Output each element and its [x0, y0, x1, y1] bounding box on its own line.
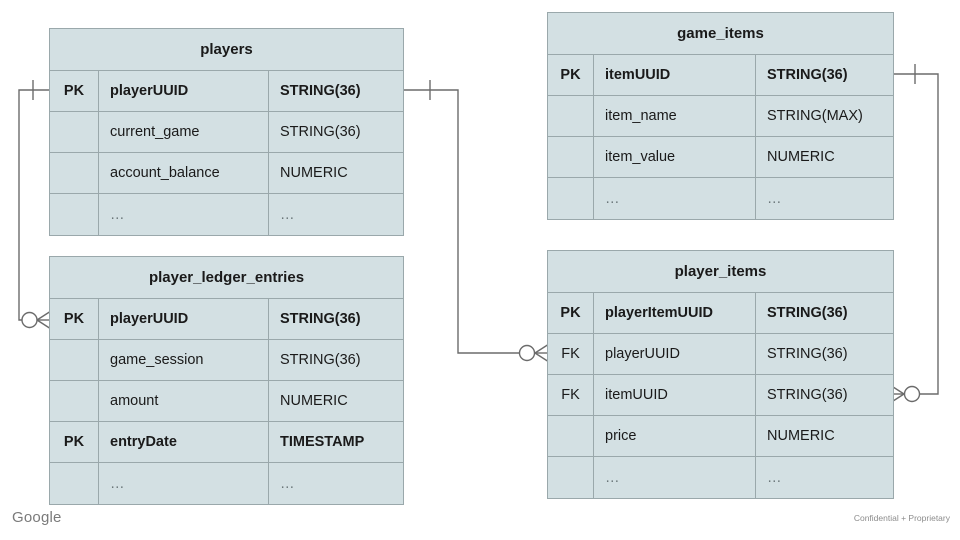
attribute-row-more[interactable]: … …: [50, 194, 403, 235]
attribute-key: PK: [548, 55, 594, 95]
entity-title-player-items: player_items: [548, 251, 893, 293]
attribute-name: …: [99, 194, 269, 235]
attribute-type: STRING(MAX): [767, 108, 863, 124]
attribute-key: [50, 381, 99, 421]
attribute-key: FK: [548, 375, 594, 415]
attribute-row[interactable]: current_game STRING(36): [50, 112, 403, 153]
attribute-name: item_value: [594, 137, 756, 177]
relationship-players-to-player-ledger-entries: [18, 80, 52, 330]
attribute-row[interactable]: PK entryDate TIMESTAMP: [50, 422, 403, 463]
attribute-key: [548, 96, 594, 136]
attribute-row[interactable]: PK playerUUID STRING(36): [50, 71, 403, 112]
attribute-type: STRING(36): [280, 352, 361, 368]
attribute-type: NUMERIC: [280, 165, 348, 181]
relationship-game-items-to-player-items: [889, 64, 939, 404]
attribute-type: …: [767, 190, 783, 207]
attribute-name: …: [594, 178, 756, 219]
attribute-row[interactable]: PK playerUUID STRING(36): [50, 299, 403, 340]
attribute-name: current_game: [99, 112, 269, 152]
attribute-key: FK: [548, 334, 594, 374]
entity-game-items[interactable]: game_items PK itemUUID STRING(36) item_n…: [547, 12, 894, 220]
relationship-players-to-player-items: [404, 80, 550, 363]
attribute-key: PK: [50, 71, 99, 111]
attribute-key: [50, 112, 99, 152]
entity-title-players: players: [50, 29, 403, 71]
google-wordmark: Google: [12, 509, 62, 526]
attribute-key: [50, 194, 99, 235]
attribute-name: item_name: [594, 96, 756, 136]
cardinality-zero-circle: [21, 311, 38, 329]
entity-player-ledger-entries[interactable]: player_ledger_entries PK playerUUID STRI…: [49, 256, 404, 505]
attribute-type: STRING(36): [280, 124, 361, 140]
attribute-key: [548, 137, 594, 177]
attribute-name: playerUUID: [594, 334, 756, 374]
attribute-name: amount: [99, 381, 269, 421]
attribute-key: [50, 340, 99, 380]
attribute-type: NUMERIC: [767, 428, 835, 444]
attribute-type: …: [767, 469, 783, 486]
attribute-type: …: [280, 206, 296, 223]
attribute-key: [50, 463, 99, 504]
attribute-row-more[interactable]: … …: [548, 457, 893, 498]
attribute-row[interactable]: item_value NUMERIC: [548, 137, 893, 178]
attribute-row-more[interactable]: … …: [548, 178, 893, 219]
attribute-type: STRING(36): [280, 311, 361, 327]
attribute-row[interactable]: PK itemUUID STRING(36): [548, 55, 893, 96]
attribute-type: …: [280, 475, 296, 492]
attribute-type: STRING(36): [767, 305, 848, 321]
attribute-key: [548, 178, 594, 219]
attribute-type: NUMERIC: [280, 393, 348, 409]
attribute-row[interactable]: PK playerItemUUID STRING(36): [548, 293, 893, 334]
attribute-key: [50, 153, 99, 193]
attribute-row[interactable]: game_session STRING(36): [50, 340, 403, 381]
attribute-type: STRING(36): [767, 346, 848, 362]
attribute-row[interactable]: account_balance NUMERIC: [50, 153, 403, 194]
cardinality-zero-circle: [518, 344, 536, 362]
attribute-name: price: [594, 416, 756, 456]
cardinality-zero-circle: [903, 385, 921, 403]
attribute-row[interactable]: item_name STRING(MAX): [548, 96, 893, 137]
attribute-name: playerItemUUID: [594, 293, 756, 333]
attribute-type: STRING(36): [767, 387, 848, 403]
attribute-name: …: [594, 457, 756, 498]
attribute-name: playerUUID: [99, 299, 269, 339]
attribute-key: PK: [50, 422, 99, 462]
attribute-name: game_session: [99, 340, 269, 380]
attribute-type: STRING(36): [767, 67, 848, 83]
attribute-name: itemUUID: [594, 55, 756, 95]
attribute-name: entryDate: [99, 422, 269, 462]
attribute-row-more[interactable]: … …: [50, 463, 403, 504]
attribute-key: PK: [548, 293, 594, 333]
attribute-row[interactable]: amount NUMERIC: [50, 381, 403, 422]
attribute-name: account_balance: [99, 153, 269, 193]
attribute-key: [548, 457, 594, 498]
attribute-row[interactable]: FK itemUUID STRING(36): [548, 375, 893, 416]
attribute-type: TIMESTAMP: [280, 434, 365, 450]
entity-players[interactable]: players PK playerUUID STRING(36) current…: [49, 28, 404, 236]
entity-player-items[interactable]: player_items PK playerItemUUID STRING(36…: [547, 250, 894, 499]
attribute-row[interactable]: FK playerUUID STRING(36): [548, 334, 893, 375]
confidentiality-note: Confidential + Proprietary: [853, 513, 950, 523]
attribute-key: PK: [50, 299, 99, 339]
attribute-key: [548, 416, 594, 456]
attribute-type: STRING(36): [280, 83, 361, 99]
attribute-type: NUMERIC: [767, 149, 835, 165]
attribute-name: playerUUID: [99, 71, 269, 111]
entity-title-game-items: game_items: [548, 13, 893, 55]
attribute-row[interactable]: price NUMERIC: [548, 416, 893, 457]
attribute-name: …: [99, 463, 269, 504]
attribute-name: itemUUID: [594, 375, 756, 415]
entity-title-player-ledger-entries: player_ledger_entries: [50, 257, 403, 299]
